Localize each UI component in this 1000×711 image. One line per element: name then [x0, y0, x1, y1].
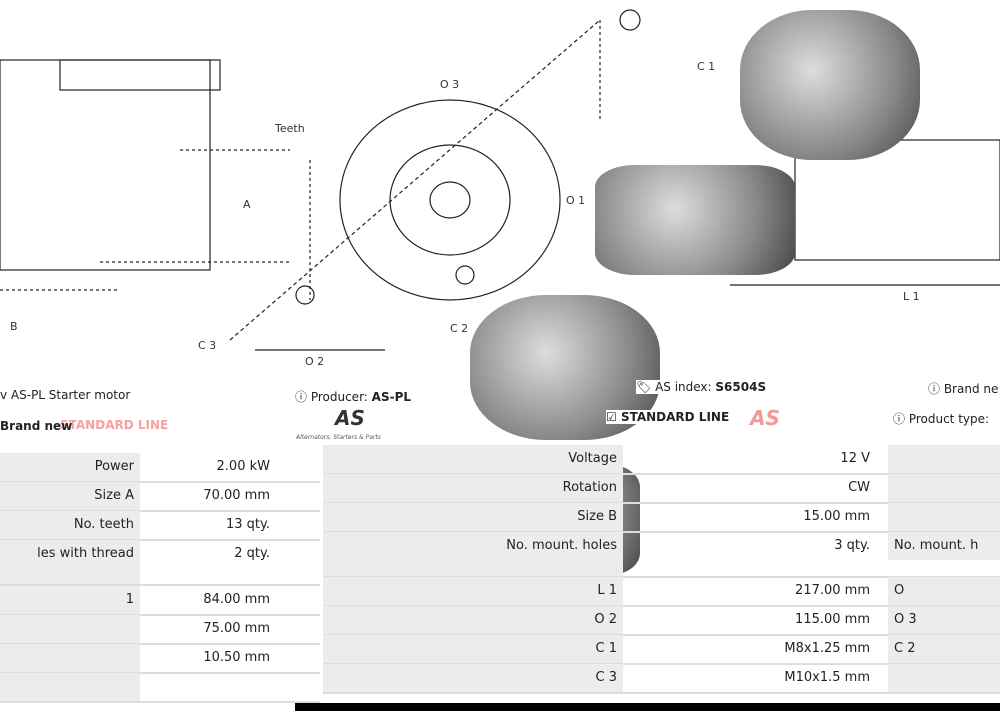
product-title: v AS-PL Starter motor [0, 388, 131, 402]
table-row: 1 84.00 mm [0, 586, 320, 616]
diagram-label-o3: O 3 [440, 78, 460, 91]
spec-label-extra: No. mount. h [888, 532, 1000, 560]
spec-value: 13 qty. [226, 517, 270, 532]
spec-value: 70.00 mm [203, 488, 270, 503]
table-row: No. mount. holes 3 qty. No. mount. h [323, 532, 1000, 578]
spec-label-extra [888, 503, 1000, 531]
spec-label: Voltage [323, 445, 623, 473]
product-photo-side [595, 165, 795, 275]
diagram-label-c2: C 2 [450, 322, 469, 335]
spec-value: CW [848, 480, 870, 495]
spec-label: Rotation [323, 474, 623, 502]
standard-line: ☑ STANDARD LINE [606, 410, 730, 424]
table-row: C 3 M10x1.5 mm [323, 664, 1000, 694]
as-logo-faded: AS [750, 406, 780, 430]
spec-value: 2 qty. [234, 546, 270, 561]
table-row: les with thread 2 qty. [0, 540, 320, 586]
diagram-label-c3: C 3 [198, 339, 217, 352]
table-row: O 2 115.00 mm O 3 [323, 606, 1000, 636]
table-row: Size B 15.00 mm [323, 503, 1000, 533]
spec-label-extra [888, 445, 1000, 473]
technical-drawing [0, 9, 1000, 351]
spec-label [0, 673, 140, 701]
table-row: L 1 217.00 mm O [323, 577, 1000, 607]
spec-value: 84.00 mm [203, 592, 270, 607]
spec-label-extra: O 3 [888, 606, 1000, 634]
spec-value: 2.00 kW [216, 459, 270, 474]
spec-value: M10x1.5 mm [784, 670, 870, 685]
spec-value: 115.00 mm [795, 612, 870, 627]
brand-new-text: Brand ne [943, 382, 999, 396]
diagram-label-o1: O 1 [566, 194, 586, 207]
spec-value: M8x1.25 mm [784, 641, 870, 656]
diagram-label-a: A [243, 198, 251, 211]
spec-label: 1 [0, 586, 140, 614]
spec-value: 217.00 mm [795, 583, 870, 598]
brand-new: Brand new [0, 419, 73, 433]
spec-label-extra [888, 664, 1000, 692]
producer-label: Producer: [310, 390, 368, 404]
table-row [0, 673, 320, 703]
table-row: Size A 70.00 mm [0, 482, 320, 512]
spec-label: L 1 [323, 577, 623, 605]
product-type-label: Product type: [908, 412, 990, 426]
spec-label: No. teeth [0, 511, 140, 539]
table-row: 75.00 mm [0, 615, 320, 645]
as-index-value: S6504S [715, 380, 767, 394]
table-row: Voltage 12 V [323, 445, 1000, 475]
spec-label: Size B [323, 503, 623, 531]
spec-label [0, 644, 140, 672]
diagram-label-o2: O 2 [305, 355, 325, 368]
spec-value: 12 V [840, 451, 870, 466]
table-row: Rotation CW [323, 474, 1000, 504]
spec-label: O 2 [323, 606, 623, 634]
table-row: No. teeth 13 qty. [0, 511, 320, 541]
spec-label-extra: O [888, 577, 1000, 605]
diagram-label-b: B [10, 320, 18, 333]
spec-label: C 3 [323, 664, 623, 692]
producer-value: AS-PL [371, 390, 412, 404]
spec-label: C 1 [323, 635, 623, 663]
diagram-label-l1: L 1 [903, 290, 920, 303]
spec-label-extra: C 2 [888, 635, 1000, 663]
standard-line-faded: STANDARD LINE [60, 418, 169, 432]
spec-value: 15.00 mm [803, 509, 870, 524]
table-row: Power 2.00 kW [0, 453, 320, 483]
table-row: 10.50 mm [0, 644, 320, 674]
standard-line-text: STANDARD LINE [620, 410, 730, 424]
spec-label: Size A [0, 482, 140, 510]
producer: ⓘ Producer: AS-PL [295, 390, 412, 404]
as-index-label: AS index: [655, 380, 712, 394]
table-row: C 1 M8x1.25 mm C 2 [323, 635, 1000, 665]
as-index: 🏷 AS index: S6504S [636, 380, 767, 394]
diagram-label-c1: C 1 [697, 60, 716, 73]
spec-value: 10.50 mm [203, 650, 270, 665]
spec-value: 75.00 mm [203, 621, 270, 636]
spec-value: 3 qty. [834, 538, 870, 553]
spec-label: Power [0, 453, 140, 481]
product-photo-front [740, 10, 920, 160]
diagram-label-teeth: Teeth [275, 122, 305, 135]
footer-bar [295, 703, 1000, 711]
logo-tagline: Alternators, Starters & Parts [296, 434, 381, 441]
spec-label: No. mount. holes [323, 532, 623, 576]
brand-new-right: ⓘ Brand ne [928, 382, 999, 396]
spec-label: les with thread [0, 540, 140, 584]
as-logo: AS [335, 406, 365, 430]
spec-label-extra [888, 474, 1000, 502]
spec-label [0, 615, 140, 643]
product-type: ⓘ Product type: [893, 412, 990, 426]
